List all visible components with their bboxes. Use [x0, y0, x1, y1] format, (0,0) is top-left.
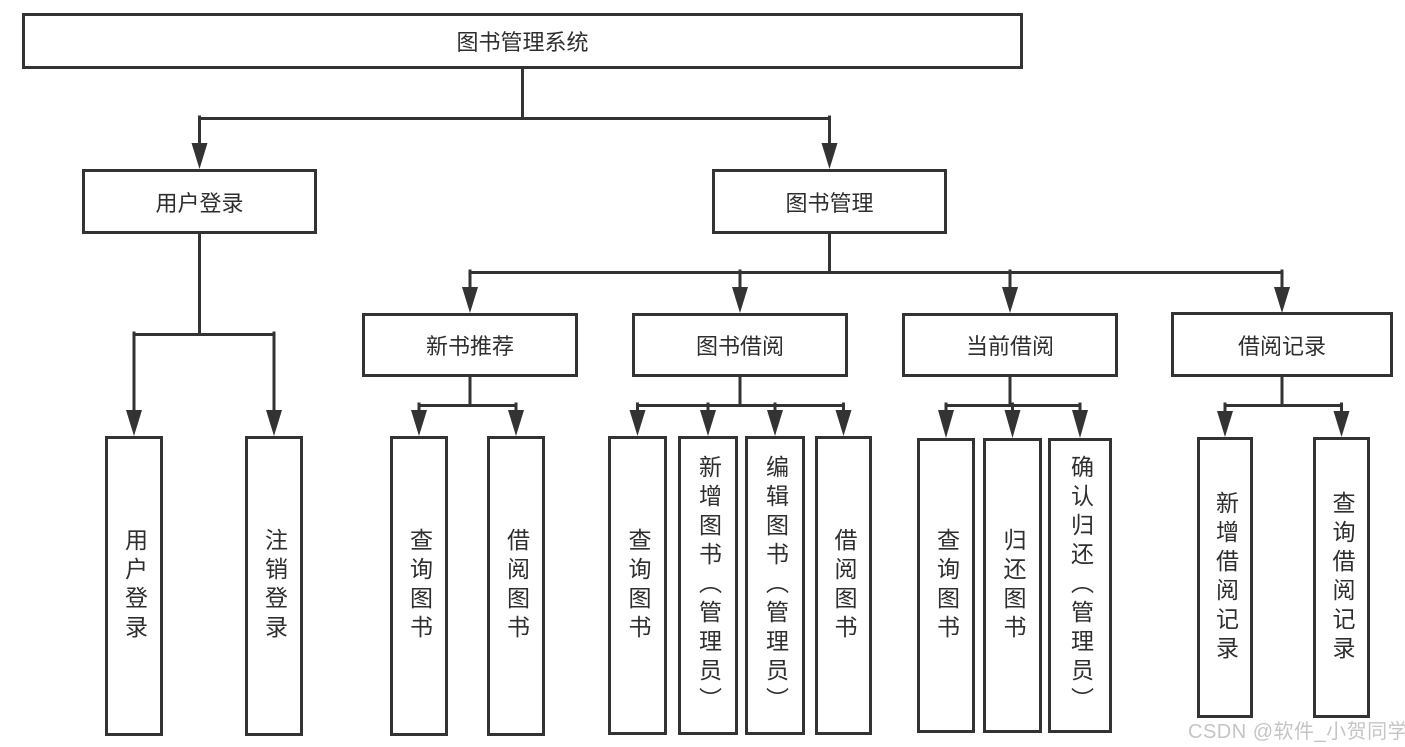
connector-borrow-record-to-leaves [1223, 375, 1343, 415]
arrowhead-icon [266, 410, 282, 436]
connector-book-borrow-to-leaves [636, 375, 845, 415]
leaf-borrow-book-label: 借阅图书 [831, 527, 857, 644]
arrowhead-icon [1333, 411, 1350, 437]
node-book-borrowing: 图书借阅 [632, 313, 848, 377]
leaf-borrow-edit-admin-label: 编辑图书（管理员） [762, 455, 789, 716]
leaf-borrow-edit-admin: 编辑图书（管理员） [745, 436, 805, 735]
leaf-borrow-book: 借阅图书 [815, 436, 872, 735]
leaf-return-book-label: 归还图书 [1000, 527, 1026, 644]
arrowhead-icon [732, 287, 748, 313]
connector-current-borrow-to-leaves [944, 375, 1082, 415]
leaf-newbook-query: 查询图书 [390, 436, 448, 736]
leaf-return-book: 归还图书 [983, 438, 1042, 733]
leaf-user-login-label: 用户登录 [121, 528, 148, 644]
leaf-add-borrow-record-label: 新增借阅记录 [1212, 490, 1239, 665]
node-book-management: 图书管理 [712, 169, 947, 234]
node-book-borrowing-label: 图书借阅 [695, 334, 784, 359]
leaf-newbook-borrow: 借阅图书 [487, 436, 545, 736]
leaf-newbook-borrow-label: 借阅图书 [503, 528, 530, 644]
leaf-logout: 注销登录 [245, 436, 303, 736]
arrowhead-icon [1072, 410, 1088, 438]
connector-root-to-level2 [198, 66, 831, 148]
arrowhead-icon [462, 287, 478, 313]
connector-book-mgmt-to-level3 [468, 231, 1284, 292]
leaf-borrow-query: 查询图书 [608, 436, 667, 735]
arrowhead-icon [191, 143, 208, 169]
arrowhead-icon [700, 410, 716, 436]
leaf-current-query: 查询图书 [917, 438, 975, 733]
node-book-management-label: 图书管理 [785, 190, 874, 216]
watermark-text: CSDN @软件_小贺同学 [1188, 721, 1405, 743]
arrowhead-icon [767, 410, 783, 436]
leaf-newbook-query-label: 查询图书 [406, 528, 433, 644]
leaf-borrow-query-label: 查询图书 [625, 527, 651, 644]
connector-user-login-to-leaves [132, 231, 276, 415]
leaf-add-borrow-record: 新增借阅记录 [1197, 437, 1253, 718]
node-new-book-recommend-label: 新书推荐 [425, 334, 514, 359]
connector-new-book-to-leaves [417, 375, 518, 415]
leaf-query-borrow-record: 查询借阅记录 [1313, 437, 1370, 718]
arrowhead-icon [1004, 410, 1021, 438]
arrowhead-icon [411, 410, 427, 436]
leaf-logout-label: 注销登录 [261, 528, 288, 644]
arrowhead-icon [1274, 287, 1290, 313]
leaf-confirm-return-admin: 确认归还（管理员） [1048, 438, 1112, 733]
node-user-login: 用户登录 [82, 169, 317, 234]
arrowhead-icon [1002, 287, 1018, 313]
node-current-borrowing: 当前借阅 [902, 313, 1118, 377]
leaf-user-login: 用户登录 [105, 436, 163, 736]
node-root-system: 图书管理系统 [22, 13, 1023, 69]
arrowhead-icon [629, 410, 646, 436]
node-root-label: 图书管理系统 [456, 30, 589, 55]
arrowhead-icon [508, 410, 524, 436]
arrowhead-icon [835, 410, 852, 436]
arrowhead-icon [1217, 411, 1233, 437]
arrowhead-icon [821, 143, 838, 169]
arrowhead-icon [126, 410, 142, 436]
arrowhead-icon [938, 410, 954, 438]
leaf-confirm-return-admin-label: 确认归还（管理员） [1067, 455, 1094, 716]
node-new-book-recommend: 新书推荐 [362, 313, 578, 377]
node-current-borrowing-label: 当前借阅 [965, 334, 1054, 359]
leaf-query-borrow-record-label: 查询借阅记录 [1329, 490, 1355, 665]
node-borrowing-records: 借阅记录 [1171, 312, 1393, 377]
node-user-login-label: 用户登录 [155, 190, 244, 216]
leaf-current-query-label: 查询图书 [933, 527, 960, 644]
leaf-borrow-add-admin: 新增图书（管理员） [678, 436, 738, 735]
node-borrowing-records-label: 借阅记录 [1237, 333, 1326, 359]
leaf-borrow-add-admin-label: 新增图书（管理员） [695, 455, 722, 716]
